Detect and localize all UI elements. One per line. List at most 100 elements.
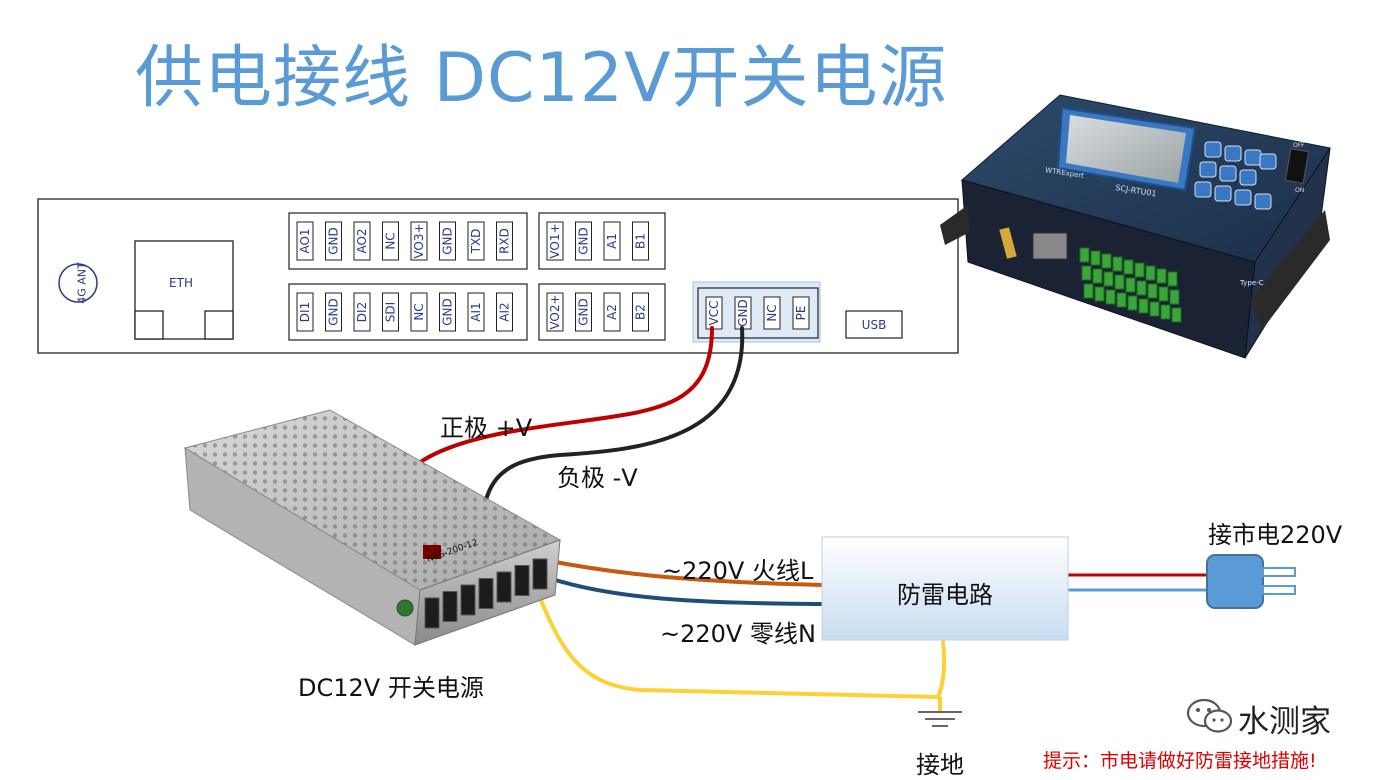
wechat-icon	[1186, 698, 1233, 733]
live-wire	[543, 558, 824, 587]
device-key	[1194, 181, 1212, 198]
terminal-label: GND	[327, 298, 341, 326]
device-green-terminal	[1105, 289, 1116, 305]
watermark-brand: 水测家	[1238, 704, 1331, 740]
terminal-pin	[546, 221, 564, 261]
ground-label: 接地	[916, 751, 964, 779]
device-green-terminal	[1116, 292, 1127, 308]
device-green-terminal	[1125, 277, 1136, 293]
device-green-terminal	[1149, 301, 1160, 317]
terminal-label: GND	[441, 227, 455, 255]
psu-terminal-screw	[514, 565, 530, 596]
device-green-terminal	[1136, 280, 1147, 296]
terminal-label: DI1	[298, 302, 312, 322]
terminal-label: A1	[605, 233, 619, 249]
terminal-label: VCC	[707, 301, 721, 326]
terminal-pin	[353, 292, 371, 332]
live-label: ~220V 火线L	[662, 557, 814, 585]
device-key	[1259, 153, 1277, 170]
terminal-label: TXD	[469, 229, 483, 255]
terminal-pin	[382, 292, 399, 332]
terminal-label: AO1	[298, 228, 312, 253]
power-switch	[1284, 148, 1310, 184]
psu-terminal-screw	[478, 578, 494, 609]
device-green-terminal	[1171, 307, 1182, 323]
device-key	[1219, 165, 1237, 182]
device-usb-type-label: Type-C	[1239, 279, 1264, 287]
switching-power-supply: NES-200-12	[183, 409, 562, 646]
psu-terminal-screw	[460, 584, 476, 616]
terminal-label: GND	[327, 227, 341, 255]
surge-protection-box	[821, 536, 1069, 641]
device-green-terminal	[1079, 247, 1090, 263]
device-green-terminal	[1158, 286, 1169, 302]
surge-protection-label: 防雷电路	[897, 581, 993, 609]
terminal-block-3	[288, 283, 528, 341]
terminal-pin	[603, 221, 621, 261]
terminal-label: SDI	[384, 302, 398, 322]
device-green-terminal	[1160, 304, 1171, 320]
safety-tip: 提示：市电请做好防雷接地措施!	[1043, 750, 1317, 772]
device-green-terminal	[1147, 283, 1158, 299]
terminal-pin	[575, 292, 592, 332]
antenna-icon	[58, 263, 98, 303]
switch-on-label: ON	[1295, 187, 1304, 194]
mains-label: 接市电220V	[1208, 521, 1343, 549]
device-green-terminal	[1094, 286, 1105, 302]
terminal-pin	[546, 292, 564, 332]
terminal-pin	[410, 221, 428, 261]
device-green-terminal	[1114, 274, 1125, 290]
terminal-label: NC	[412, 303, 426, 320]
terminal-label: GND	[441, 298, 455, 326]
device-keypad	[1194, 141, 1277, 210]
terminal-pin	[496, 292, 513, 332]
device-green-terminal	[1169, 289, 1180, 305]
terminal-label: GND	[736, 299, 750, 327]
terminal-pin	[792, 296, 810, 330]
terminal-label: PE	[794, 306, 808, 321]
switch-off-label: OFF	[1293, 142, 1305, 149]
device-key	[1239, 169, 1257, 186]
device-green-terminal	[1090, 250, 1101, 266]
terminal-label: VO3+	[412, 223, 426, 258]
psu-terminal-screw	[442, 591, 458, 622]
page-title: 供电接线 DC12V开关电源	[135, 39, 948, 118]
neutral-wire	[538, 573, 824, 606]
terminal-label: NC	[765, 304, 779, 321]
terminal-pin	[325, 292, 342, 332]
device-green-terminal	[1081, 265, 1092, 281]
device-green-terminal	[1123, 259, 1134, 275]
device-key	[1224, 145, 1242, 162]
terminal-pin	[467, 221, 485, 261]
psu-terminal-screw	[424, 597, 440, 629]
usb-port	[845, 310, 903, 339]
device-green-terminal	[1083, 283, 1094, 299]
terminal-pin	[382, 221, 399, 261]
device-green-terminal	[1101, 253, 1112, 269]
device-key	[1254, 193, 1272, 210]
device-green-terminal	[1167, 271, 1178, 287]
terminal-label: B2	[634, 304, 648, 320]
psu-caption: DC12V 开关电源	[298, 674, 484, 702]
terminal-pin	[439, 292, 456, 332]
terminal-pin	[296, 292, 314, 332]
terminal-block-2	[538, 212, 666, 270]
terminal-label: RXD	[498, 228, 512, 254]
device-green-terminal	[1103, 271, 1114, 287]
device-green-terminal	[1092, 268, 1103, 284]
terminal-pin	[496, 221, 513, 261]
terminal-label: VO2+	[548, 294, 562, 329]
device-key	[1199, 161, 1217, 178]
device-green-terminal	[1127, 295, 1138, 311]
eth-label: ETH	[169, 276, 193, 290]
device-key	[1244, 149, 1262, 166]
terminal-label: GND	[577, 298, 591, 326]
negative-label: 负极 -V	[557, 464, 638, 492]
terminal-pin	[296, 221, 314, 261]
rtu-device: OFF ON WTRExpert SCJ-RTU01 Type-C	[940, 94, 1331, 359]
positive-label: 正极 +V	[440, 414, 533, 442]
device-green-terminal	[1112, 256, 1123, 272]
terminal-label: AI2	[498, 302, 512, 321]
usb-label: USB	[862, 318, 887, 332]
